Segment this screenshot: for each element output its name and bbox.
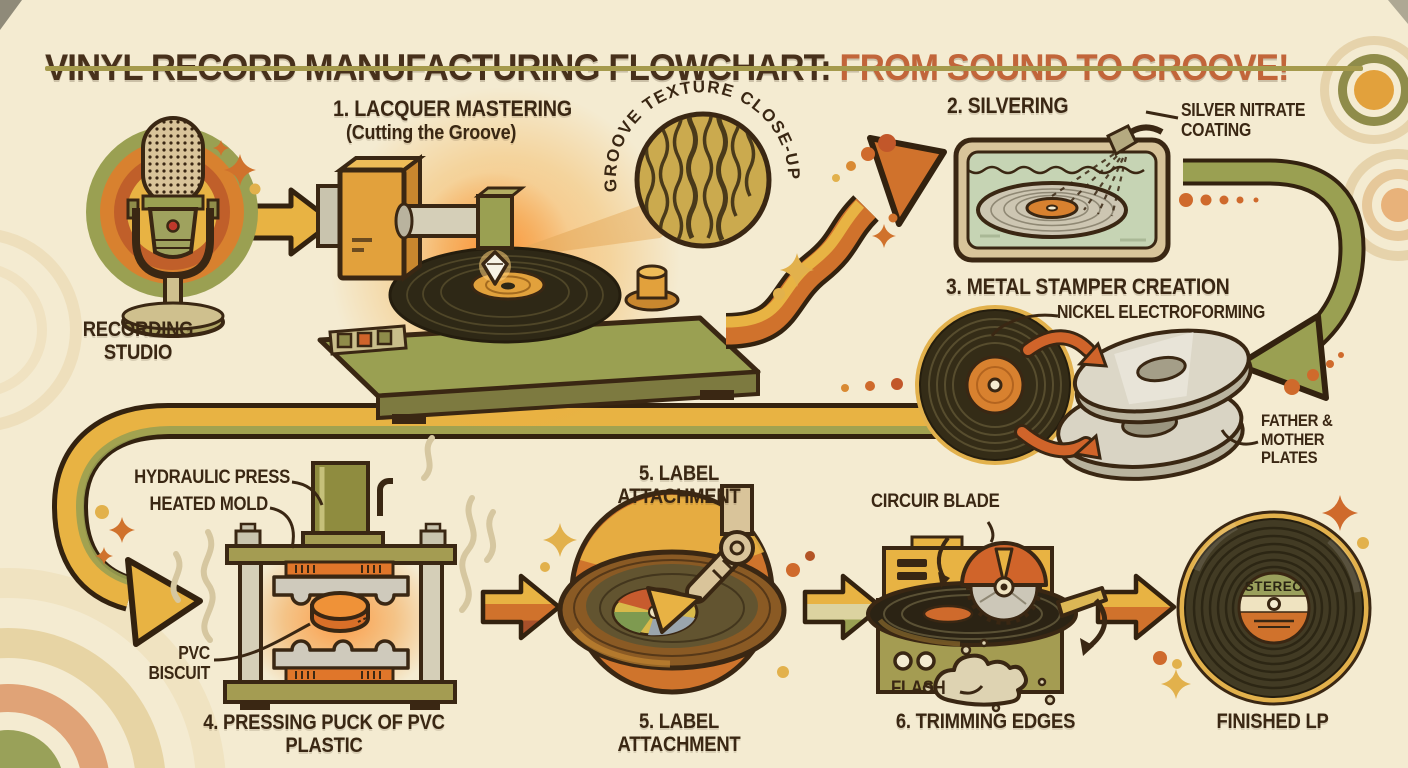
step2-title: 2. SILVERING	[947, 93, 1069, 118]
step5-title: 5. LABEL ATTACHMENT	[617, 462, 741, 509]
recording-studio-caption: RECORDING STUDIO	[68, 318, 209, 364]
steam-icon	[170, 435, 496, 643]
step1-title: 1. LACQUER MASTERING	[333, 96, 572, 121]
callout-line: COATING	[1181, 119, 1252, 140]
master-disc-icon	[915, 305, 1075, 465]
silvering-bath-icon	[953, 110, 1179, 263]
flash-callout: FLASH	[891, 678, 946, 699]
heated-mold-callout: HEATED MOLD	[149, 494, 269, 515]
sparkle-icon	[213, 140, 261, 195]
sparkle-icon	[540, 523, 815, 678]
s-curve-arrow-icon	[725, 134, 947, 349]
caption-line: RECORDING	[82, 318, 194, 341]
label-arm-icon	[557, 484, 787, 695]
callout-line: PLATES	[1261, 448, 1318, 468]
cutting-lathe-icon	[316, 87, 762, 437]
title-divider	[45, 66, 1363, 71]
callout-line: SILVER NITRATE	[1181, 100, 1306, 120]
circular-blade-callout: CIRCUIR BLADE	[871, 491, 1000, 512]
olive-curve-arrow-icon	[1179, 158, 1366, 401]
callout-line: FATHER &	[1261, 411, 1333, 430]
caption-line: STUDIO	[103, 341, 173, 365]
finished-lp-caption: FINISHED LP	[1216, 710, 1329, 733]
callout-line: MOTHER	[1261, 429, 1325, 449]
step6-caption: 6. TRIMMING EDGES	[895, 710, 1076, 733]
microphone-icon	[86, 116, 258, 338]
pvc-biscuit-callout: PVC BISCUIT	[129, 643, 210, 684]
father-mother-plates-callout: FATHER & MOTHER PLATES	[1261, 411, 1333, 468]
trimming-saw-icon	[866, 521, 1108, 713]
callout-line: BISCUIT	[148, 662, 210, 683]
step4-caption: 4. PRESSING PUCK OF PVC PLASTIC	[203, 711, 445, 758]
return-band-arrow-icon	[51, 403, 952, 647]
step5-caption: 5. LABEL ATTACHMENT	[617, 710, 741, 757]
stamper-plates-icon	[990, 313, 1259, 481]
step1-subtitle: (Cutting the Groove)	[346, 121, 517, 144]
step3-title: 3. METAL STAMPER CREATION	[946, 274, 1230, 299]
vinyl-record-icon: STEREO	[1176, 510, 1372, 706]
nickel-electroforming-callout: NICKEL ELECTROFORMING	[1057, 302, 1266, 322]
sparkle-icon	[95, 505, 135, 565]
sparkle-icon	[1153, 495, 1369, 699]
record-label-text: STEREO	[1245, 579, 1304, 594]
silver-nitrate-callout: SILVER NITRATE COATING	[1181, 100, 1306, 141]
hydraulic-press-callout: HYDRAULIC PRESS	[134, 467, 290, 488]
callout-line: PVC	[178, 643, 210, 663]
hydraulic-press-icon	[170, 435, 496, 710]
